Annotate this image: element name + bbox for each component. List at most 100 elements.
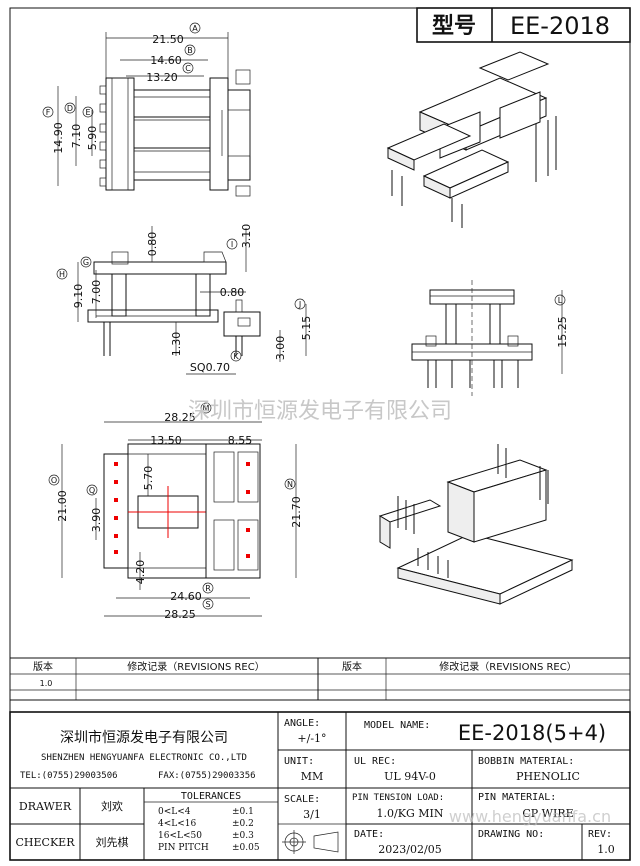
- rev-row1-version: 1.0: [40, 679, 53, 688]
- dim-d-tag: D: [67, 104, 73, 113]
- side-view: 0.80 3.10 I 0.80 G H 9.10 7.00 J 5.15 1.…: [56, 224, 313, 375]
- bobbin-value: PHENOLIC: [516, 770, 580, 783]
- dim-r-tag: R: [205, 584, 211, 593]
- unit-value: MM: [301, 770, 324, 783]
- dim-s-tag: S: [205, 600, 210, 609]
- tol-3-range: PIN PITCH: [158, 843, 209, 853]
- dim-n-tag: N: [287, 480, 293, 489]
- bottom-view: 28.25 M 13.50 8.55 5.70 O 21.00 Q 3.90 N…: [48, 402, 303, 621]
- dim-pin-h-value: 1.30: [170, 332, 183, 357]
- model-value: EE-2018: [510, 12, 610, 40]
- dim-l-value: 15.25: [556, 316, 569, 348]
- dim-j-value: 5.15: [300, 316, 313, 341]
- dim-g-tag: G: [83, 258, 89, 267]
- model-name-value: EE-2018(5+4): [458, 721, 606, 745]
- tol-0-range: 0<L<4: [158, 807, 191, 817]
- model-header: 型号 EE-2018: [416, 7, 631, 43]
- company-en: SHENZHEN HENGYUANFA ELECTRONIC CO.,LTD: [41, 753, 247, 763]
- dim-h-value: 9.10: [72, 284, 85, 309]
- rev-value: 1.0: [597, 843, 615, 856]
- pin-tension-value: 1.0/KG MIN: [377, 807, 444, 820]
- watermark-company: 深圳市恒源发电子有限公司: [188, 399, 452, 424]
- drawing-no-label: DRAWING NO:: [478, 829, 544, 840]
- dim-m-value: 28.25: [164, 411, 196, 424]
- dim-c-tag: C: [185, 64, 191, 73]
- tol-2-value: ±0.3: [232, 831, 254, 841]
- dim-m-tag: M: [203, 404, 210, 413]
- watermark-website: www.hengyuanfa.cn: [449, 807, 611, 826]
- dim-gap-value: 0.80: [146, 232, 159, 257]
- dim-r-value: 24.60: [170, 590, 202, 603]
- ul-rec-label: UL REC:: [354, 756, 396, 767]
- rev-label: REV:: [588, 829, 612, 840]
- company-fax: FAX:(0755)29003356: [158, 771, 256, 781]
- date-value: 2023/02/05: [378, 843, 441, 856]
- dim-h-center-value: 5.70: [142, 466, 155, 491]
- date-label: DATE:: [354, 829, 384, 840]
- dim-s-value: 28.25: [164, 608, 196, 621]
- tol-1-range: 4<L<16: [158, 819, 197, 829]
- dim-f-value: 14.90: [52, 122, 65, 154]
- company-tel: TEL:(0755)29003506: [20, 771, 118, 781]
- dim-h-tag: H: [59, 270, 65, 279]
- scale-value: 3/1: [303, 808, 321, 821]
- dim-f-tag: F: [46, 108, 51, 117]
- dim-i-value: 3.10: [240, 224, 253, 249]
- tol-1-value: ±0.2: [232, 819, 254, 829]
- tol-0-value: ±0.1: [232, 807, 254, 817]
- dim-d-value: 7.10: [70, 124, 83, 149]
- model-name-label: MODEL NAME:: [364, 720, 430, 731]
- dim-l-tag: L: [558, 296, 563, 305]
- dim-k-tag: K: [233, 352, 239, 361]
- rev-col-version: 版本: [33, 660, 53, 673]
- dim-q-tag: Q: [89, 486, 95, 495]
- checker-label: CHECKER: [16, 836, 76, 849]
- dim-e-tag: E: [85, 108, 90, 117]
- bobbin-label: BOBBIN MATERIAL:: [478, 756, 574, 767]
- checker-value: 刘先棋: [96, 835, 129, 849]
- rev-col-record2: 修改记录（REVISIONS REC）: [439, 660, 576, 673]
- revision-table: 版本 修改记录（REVISIONS REC） 版本 修改记录（REVISIONS…: [9, 657, 631, 701]
- iso-view-top: [386, 51, 557, 228]
- company-cn: 深圳市恒源发电子有限公司: [60, 729, 228, 746]
- scale-label: SCALE:: [284, 794, 320, 805]
- rev-col-version2: 版本: [342, 660, 362, 673]
- drawer-value: 刘欢: [101, 799, 123, 813]
- dim-w1-value: 13.50: [150, 434, 182, 447]
- dim-pin-len-value: 3.00: [274, 336, 287, 361]
- pin-tension-label: PIN TENSION LOAD:: [352, 793, 444, 803]
- projection-symbol-icon: [282, 830, 339, 854]
- dim-w2-value: 8.55: [228, 434, 253, 447]
- dim-o-value: 21.00: [56, 490, 69, 522]
- dim-a-tag: A: [192, 24, 198, 33]
- tol-2-range: 16<L<50: [158, 831, 202, 841]
- unit-label: UNIT:: [284, 756, 314, 767]
- dim-gap2-value: 0.80: [220, 286, 245, 299]
- dim-g-value: 7.00: [90, 280, 103, 305]
- dim-k-value: SQ0.70: [190, 361, 230, 374]
- pin-material-label: PIN MATERIAL:: [478, 792, 556, 803]
- dim-b-value: 14.60: [150, 54, 182, 67]
- dim-a-value: 21.50: [152, 33, 184, 46]
- model-label: 型号: [432, 14, 476, 39]
- tolerances-label: TOLERANCES: [181, 791, 241, 802]
- dim-p-off-value: 4.20: [134, 560, 147, 585]
- dim-e-value: 5.90: [86, 126, 99, 151]
- dim-b-tag: B: [187, 46, 193, 55]
- angle-value: +/-1°: [297, 732, 326, 745]
- dim-q-value: 3.90: [90, 508, 103, 533]
- dim-n-value: 21.70: [290, 496, 303, 528]
- pin-material-value: CP WIRE: [522, 807, 573, 820]
- top-view: 21.50 A 14.60 B 13.20 C 14.90 F 7.10 D 5…: [42, 22, 251, 197]
- title-block: 深圳市恒源发电子有限公司 SHENZHEN HENGYUANFA ELECTRO…: [9, 711, 631, 861]
- dim-j-tag: J: [298, 300, 301, 309]
- dim-c-value: 13.20: [146, 71, 178, 84]
- front-view: 15.25 L: [411, 280, 569, 396]
- ul-rec-value: UL 94V-0: [384, 770, 436, 783]
- rev-col-record: 修改记录（REVISIONS REC）: [127, 660, 264, 673]
- iso-view-bottom: [378, 444, 574, 605]
- angle-label: ANGLE:: [284, 718, 320, 729]
- tol-3-value: ±0.05: [232, 843, 260, 853]
- drawer-label: DRAWER: [19, 800, 72, 813]
